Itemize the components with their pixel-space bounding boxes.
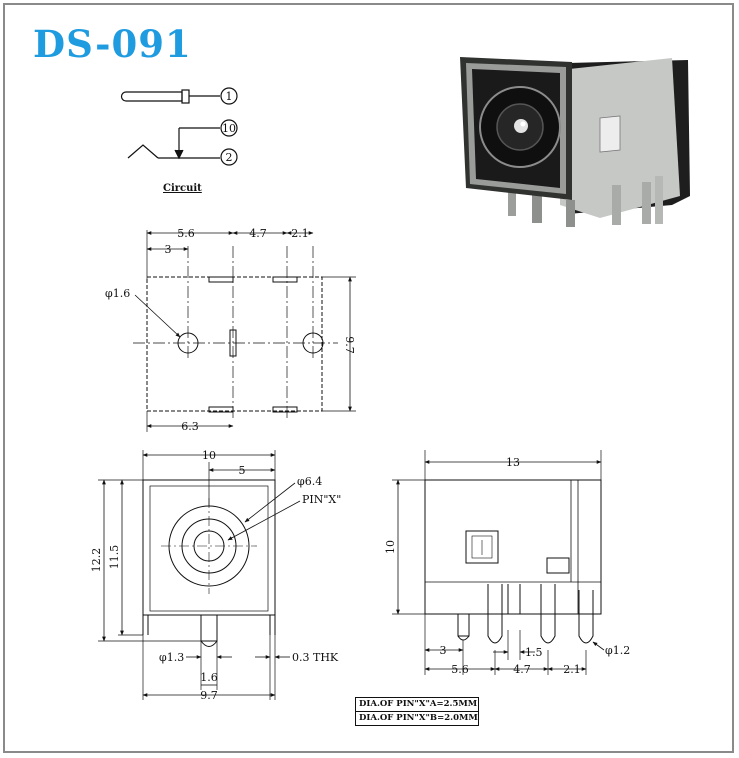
dim-side-10: 10 [384, 540, 397, 554]
dim-side-2.1: 2.1 [563, 663, 581, 676]
circuit-label: Circuit [163, 183, 202, 194]
dim-front-pin-dia: φ1.3 [159, 651, 184, 664]
dim-top-9.7: 9.7 [343, 336, 356, 354]
top-view [133, 230, 356, 432]
dim-side-3: 3 [440, 644, 447, 657]
dim-top-2.1: 2.1 [291, 227, 309, 240]
note-pin-a: DIA.OF PIN"X"A=2.5MM [359, 699, 478, 709]
circuit-node-1 [220, 87, 238, 105]
dim-front-thk: 0.3 THK [292, 651, 339, 664]
pin-notes-table: DIA.OF PIN"X"A=2.5MM DIA.OF PIN"X"B=2.0M… [355, 697, 479, 726]
dim-side-1.5: 1.5 [525, 646, 543, 659]
dim-front-5: 5 [239, 464, 246, 477]
dim-top-3: 3 [165, 243, 172, 256]
dim-side-pin-dia: φ1.2 [605, 644, 630, 657]
note-pin-b: DIA.OF PIN"X"B=2.0MM [356, 711, 478, 725]
dim-front-10: 10 [202, 449, 216, 462]
dim-front-11.5: 11.5 [108, 545, 121, 570]
circuit-pin-2: 2 [226, 151, 233, 164]
dim-side-4.7: 4.7 [513, 663, 531, 676]
dim-front-hole: φ6.4 [297, 475, 322, 488]
dim-front-12.2: 12.2 [90, 548, 103, 573]
circuit-node-10 [220, 119, 238, 137]
dim-side-5.6: 5.6 [451, 663, 469, 676]
circuit-pin-shape [120, 91, 183, 102]
circuit-pin-1: 1 [226, 90, 233, 103]
product-photo [460, 57, 690, 227]
dim-front-9.7: 9.7 [200, 689, 218, 702]
model-title: DS-091 [33, 22, 192, 66]
circuit-pin-cap [181, 89, 190, 104]
circuit-diagram [120, 87, 238, 166]
dim-front-1.6: 1.6 [200, 671, 218, 684]
circuit-pin-10: 10 [222, 122, 236, 135]
dim-top-4.7: 4.7 [249, 227, 267, 240]
dim-side-13: 13 [506, 456, 520, 469]
front-view [98, 450, 301, 700]
circuit-node-2 [220, 148, 238, 166]
dim-top-hole: φ1.6 [105, 287, 130, 300]
dim-top-6.3: 6.3 [181, 420, 199, 433]
side-view [392, 450, 605, 675]
dim-top-5.6: 5.6 [177, 227, 195, 240]
pin-x-label: PIN"X" [302, 493, 341, 506]
outer-frame [3, 3, 734, 753]
